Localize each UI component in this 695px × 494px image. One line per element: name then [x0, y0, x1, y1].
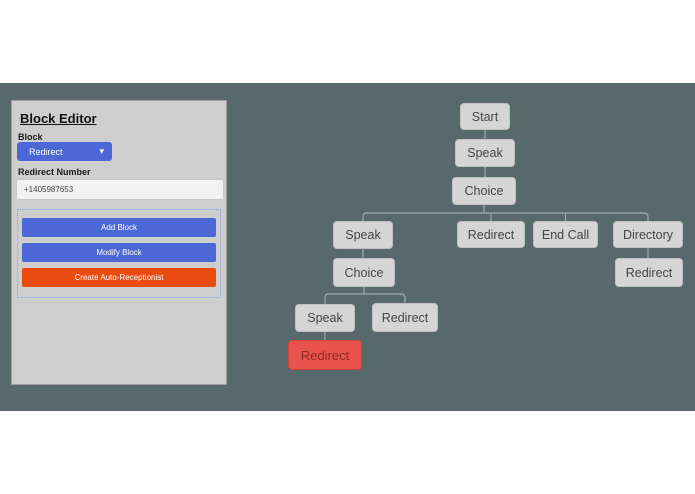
flow-node-choice-2[interactable]: Choice	[333, 258, 395, 287]
flow-node-redirect-1[interactable]: Redirect	[457, 221, 525, 248]
block-type-select-value: Redirect	[29, 146, 63, 157]
flow-node-speak-1[interactable]: Speak	[455, 139, 515, 167]
flow-node-start[interactable]: Start	[460, 103, 510, 130]
caret-down-icon: ▾	[99, 146, 104, 156]
panel-title: Block Editor	[20, 111, 97, 126]
flow-node-choice-1[interactable]: Choice	[452, 177, 516, 205]
flow-node-redirect-3[interactable]: Redirect	[372, 303, 438, 332]
create-auto-receptionist-button[interactable]: Create Auto-Receptionist	[22, 268, 216, 287]
add-block-button[interactable]: Add Block	[22, 218, 216, 237]
actions-group: Add Block Modify Block Create Auto-Recep…	[17, 209, 221, 298]
flow-node-redirect-2[interactable]: Redirect	[615, 258, 683, 287]
redirect-number-input[interactable]	[16, 179, 224, 200]
redirect-number-label: Redirect Number	[18, 167, 91, 177]
flow-node-speak-3[interactable]: Speak	[295, 304, 355, 332]
flow-node-redirect-selected[interactable]: Redirect	[288, 340, 362, 370]
flowchart-canvas: Start Speak Choice Speak Redirect End Ca…	[0, 83, 695, 411]
block-editor-panel: Block Editor Block Redirect ▾ Redirect N…	[11, 100, 227, 385]
flow-node-directory[interactable]: Directory	[613, 221, 683, 248]
block-label: Block	[18, 132, 43, 142]
flow-node-end-call[interactable]: End Call	[533, 221, 598, 248]
connector-lines	[324, 130, 649, 340]
modify-block-button[interactable]: Modify Block	[22, 243, 216, 262]
flow-node-speak-2[interactable]: Speak	[333, 221, 393, 249]
block-type-select[interactable]: Redirect ▾	[17, 142, 112, 161]
